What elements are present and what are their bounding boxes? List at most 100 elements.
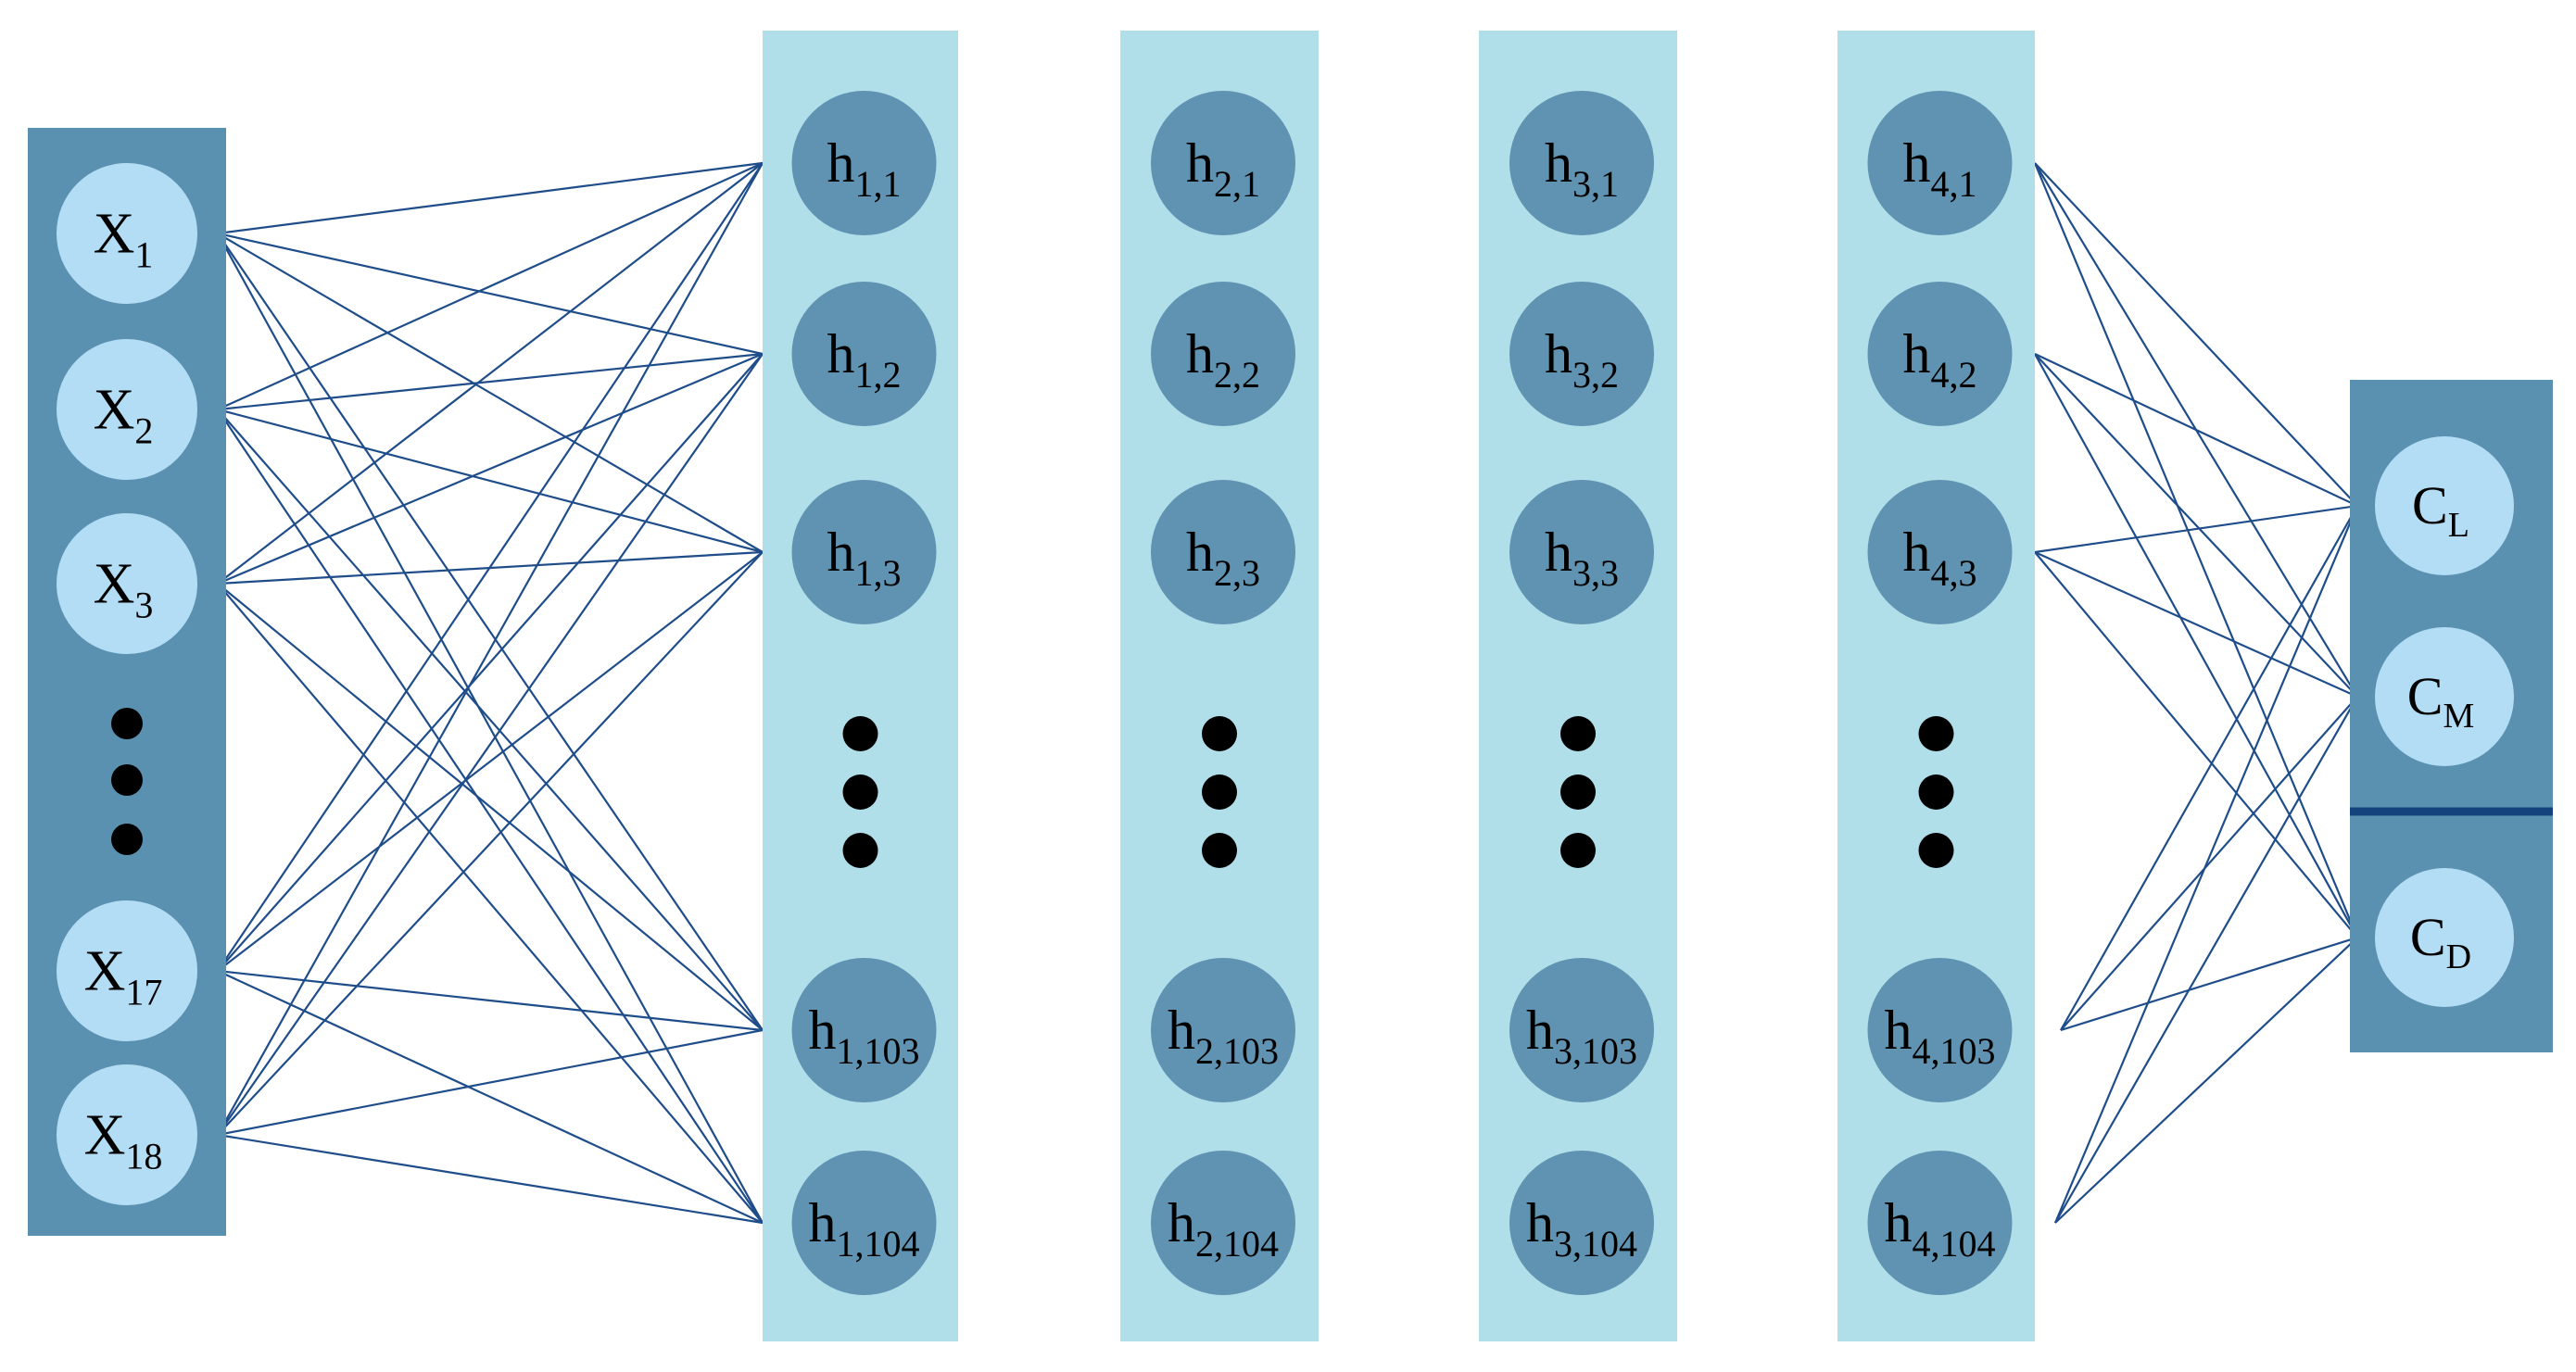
hidden-node-circle	[1151, 958, 1295, 1102]
hidden-node: h2,3	[1151, 480, 1295, 624]
input-node: X1	[57, 163, 197, 304]
connection-line	[217, 409, 764, 1031]
input-layer-panel	[28, 128, 226, 1236]
node-label-x2: X2	[94, 378, 154, 451]
connection-line	[217, 353, 764, 972]
connection-line	[217, 583, 764, 1031]
hidden-layer-1-panel	[763, 31, 958, 1341]
node-label-h3-2: h3,2	[1545, 323, 1619, 396]
node-label-h1-1: h1,1	[827, 132, 902, 205]
hidden-node: h2,104	[1151, 1151, 1295, 1295]
connection-line	[2060, 936, 2358, 1032]
node-label-x18: X18	[84, 1103, 163, 1177]
connection-line	[217, 1028, 764, 1137]
hidden-node-circle	[1509, 1151, 1654, 1295]
node-label-h4-2: h4,2	[1903, 323, 1977, 396]
input-node-circle	[57, 163, 197, 304]
node-label-h1-3: h1,3	[827, 522, 902, 594]
ellipsis-dot	[111, 708, 143, 739]
connection-line	[2060, 696, 2358, 1031]
output-node-circle	[2375, 436, 2514, 575]
hidden-node: h4,3	[1867, 480, 2013, 624]
hidden-node-circle	[791, 1151, 937, 1295]
hidden-node-circle	[791, 958, 937, 1102]
connection-line	[217, 583, 764, 1224]
connection-line	[217, 353, 764, 1136]
ellipsis-dot	[1560, 716, 1596, 751]
hidden-node-circle	[1867, 480, 2013, 624]
output-node: CM	[2375, 627, 2514, 766]
hidden-layer-3-panel	[1479, 31, 1677, 1341]
ellipsis-dot	[1202, 833, 1237, 868]
hidden-node: h2,2	[1151, 282, 1295, 426]
connection-line	[217, 162, 764, 585]
connection-line	[217, 162, 764, 1136]
output-node-circle	[2375, 627, 2514, 766]
ellipsis-dot	[111, 764, 143, 796]
hidden-layer-4-panel	[1837, 31, 2035, 1341]
connection-line	[2034, 551, 2358, 938]
node-label-cm: CM	[2407, 666, 2474, 736]
output-node-circle	[2375, 868, 2514, 1007]
connection-line	[217, 969, 764, 1032]
node-label-h1-2: h1,2	[827, 323, 902, 396]
connection-line	[2034, 550, 2358, 699]
output-node: CD	[2375, 868, 2514, 1007]
hidden-node: h1,103	[791, 958, 937, 1102]
node-label-cd: CD	[2410, 907, 2471, 976]
connection-line	[217, 233, 764, 1224]
connection-line	[217, 232, 764, 356]
ellipsis-dot	[1202, 774, 1237, 810]
hidden-node-circle	[791, 480, 937, 624]
input-node: X18	[57, 1064, 197, 1205]
hidden-node: h1,104	[791, 1151, 937, 1295]
hidden-node: h3,103	[1509, 958, 1654, 1102]
ellipsis-dot	[842, 716, 878, 751]
hidden-node-circle	[1151, 282, 1295, 426]
node-label-h4-103: h4,103	[1885, 1000, 1996, 1072]
ellipsis-dot	[1918, 774, 1954, 810]
ellipsis-dot	[1560, 833, 1596, 868]
connection-line	[2033, 162, 2359, 938]
hidden-node: h4,104	[1867, 1151, 2013, 1295]
node-label-h3-1: h3,1	[1545, 132, 1619, 205]
connection-line	[2034, 353, 2358, 507]
hidden-node: h3,2	[1509, 282, 1654, 426]
ellipsis-dot	[842, 774, 878, 810]
ellipsis-dot	[1560, 774, 1596, 810]
node-label-h1-104: h1,104	[809, 1192, 920, 1265]
ellipsis-dot	[842, 833, 878, 868]
node-label-h3-3: h3,3	[1545, 522, 1619, 594]
connection-line	[2060, 505, 2358, 1031]
hidden-node: h1,2	[791, 282, 937, 426]
node-label-x3: X3	[94, 552, 154, 625]
node-label-h1-103: h1,103	[809, 1000, 920, 1072]
connection-line	[217, 161, 764, 411]
hidden-node: h3,1	[1509, 91, 1654, 235]
input-node-circle	[57, 900, 197, 1041]
ellipsis-dot	[111, 824, 143, 855]
ellipsis-dot	[1202, 716, 1237, 751]
hidden-node: h1,1	[791, 91, 937, 235]
hidden-node: h4,1	[1867, 91, 2013, 235]
input-node-circle	[57, 1064, 197, 1205]
connection-line	[217, 162, 764, 972]
hidden-node: h4,2	[1867, 282, 2013, 426]
hidden-node-circle	[791, 91, 937, 235]
node-label-x17: X17	[84, 939, 163, 1013]
connection-line	[2054, 937, 2358, 1224]
layer-panels	[28, 31, 2553, 1341]
hidden-node-circle	[1151, 91, 1295, 235]
node-label-h2-1: h2,1	[1186, 132, 1260, 205]
node-label-h2-104: h2,104	[1168, 1192, 1279, 1265]
input-node-circle	[57, 513, 197, 654]
hidden-node: h2,1	[1151, 91, 1295, 235]
node-label-h2-103: h2,103	[1168, 1000, 1279, 1072]
input-node: X17	[57, 900, 197, 1041]
hidden-node-circle	[1509, 282, 1654, 426]
hidden-node-circle	[1867, 958, 2013, 1102]
connection-line	[2034, 162, 2358, 507]
node-label-h4-104: h4,104	[1885, 1192, 1996, 1265]
hidden-node: h1,3	[791, 480, 937, 624]
